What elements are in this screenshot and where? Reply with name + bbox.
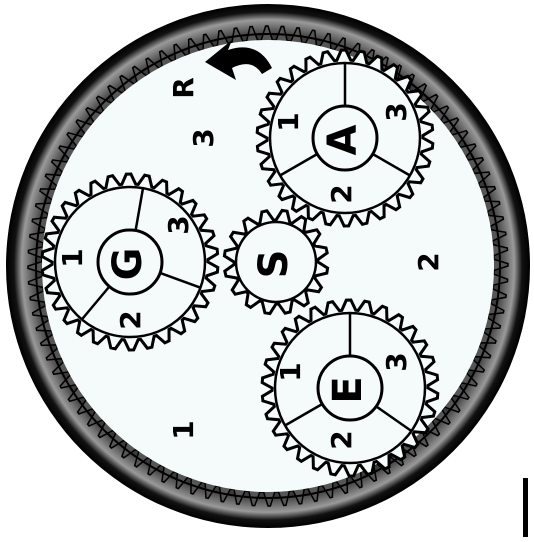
planet-g-sector-2: 2 <box>114 310 147 329</box>
edge-marker <box>523 478 528 537</box>
ring-sector-number-3: 3 <box>187 128 220 147</box>
planet-a-sector-2: 2 <box>325 184 358 203</box>
planet-e-sector-1: 1 <box>274 362 307 381</box>
planet-label-e: E <box>325 376 371 403</box>
planet-a-sector-3: 3 <box>380 102 413 121</box>
ring-sector-number-1: 1 <box>167 420 200 439</box>
planet-label-a: A <box>320 124 366 155</box>
planet-e-sector-2: 2 <box>325 430 358 449</box>
planet-label-g: G <box>105 248 151 281</box>
planet-a-sector-1: 1 <box>272 112 305 131</box>
ring-sector-number-2: 2 <box>412 252 445 271</box>
planet-g-sector-1: 1 <box>56 248 89 267</box>
sun-label: S <box>251 250 297 279</box>
ring-label: R <box>167 77 200 99</box>
planet-e-sector-3: 3 <box>380 352 413 371</box>
planet-g-sector-3: 3 <box>162 215 195 234</box>
